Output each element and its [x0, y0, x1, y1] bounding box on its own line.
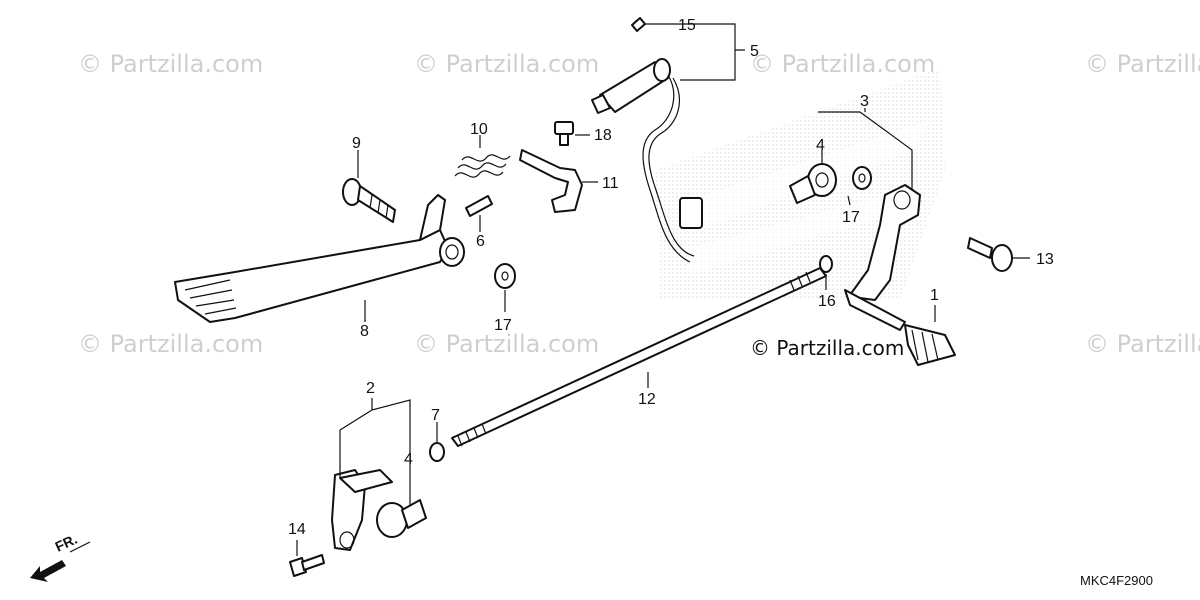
watermark-6: © Partzilla.com: [414, 330, 599, 358]
watermarks: © Partzilla.com © Partzilla.com © Partzi…: [78, 50, 1200, 358]
part-spring: [454, 154, 511, 178]
callout-3: 3: [860, 93, 869, 110]
part-bolt-18: [554, 121, 574, 146]
part-shift-crank: [844, 184, 956, 366]
callout-9: 9: [352, 135, 361, 152]
part-pedal-arm: [174, 194, 465, 323]
diagram-code: MKC4F2900: [1080, 573, 1153, 588]
front-label: FR.: [53, 531, 80, 555]
callout-10: 10: [470, 121, 488, 138]
watermark-1: © Partzilla.com: [78, 50, 263, 78]
callout-4-lower: 4: [404, 451, 413, 468]
watermark-2: © Partzilla.com: [414, 50, 599, 78]
part-bolt-13: [967, 237, 1013, 272]
callout-5: 5: [750, 43, 759, 60]
callout-4-upper: 4: [816, 137, 825, 154]
front-arrow-icon: FR.: [30, 531, 91, 582]
callout-2: 2: [366, 380, 375, 397]
callouts: 1 2 3 4 4 5 6 7 8 9 10 11 12 13 14 15 16…: [288, 17, 1054, 538]
leader-lines: [296, 23, 1030, 556]
part-washer-lower: [494, 263, 516, 289]
part-nut-16: [819, 255, 833, 273]
part-pivot-bolt: [342, 178, 396, 223]
callout-11: 11: [602, 175, 619, 192]
callout-1: 1: [930, 287, 939, 304]
callout-8: 8: [360, 323, 369, 340]
watermark-3: © Partzilla.com: [750, 50, 935, 78]
callout-17-upper: 17: [842, 209, 860, 226]
part-bolt-14: [289, 554, 325, 577]
part-bracket: [519, 149, 583, 213]
part-ball-joint-lower: [376, 499, 427, 538]
callout-6: 6: [476, 233, 485, 250]
callout-12: 12: [638, 391, 656, 408]
part-lower-arm: [331, 469, 393, 551]
callout-16: 16: [818, 293, 836, 310]
watermark-7: © Partzilla.com: [1085, 330, 1200, 358]
part-pin: [465, 195, 493, 217]
callout-17-lower: 17: [494, 317, 512, 334]
part-switch-wire: [591, 17, 703, 263]
part-ball-joint-upper: [789, 163, 837, 204]
watermark-4: © Partzilla.com: [1085, 50, 1200, 78]
callout-15: 15: [678, 17, 696, 34]
copyright-label: © Partzilla.com: [750, 336, 904, 360]
watermark-5: © Partzilla.com: [78, 330, 263, 358]
callout-14: 14: [288, 521, 306, 538]
callout-7: 7: [431, 407, 440, 424]
part-washer-upper: [852, 166, 872, 190]
part-nut-7: [429, 442, 445, 462]
callout-18: 18: [594, 127, 612, 144]
callout-13: 13: [1036, 251, 1054, 268]
